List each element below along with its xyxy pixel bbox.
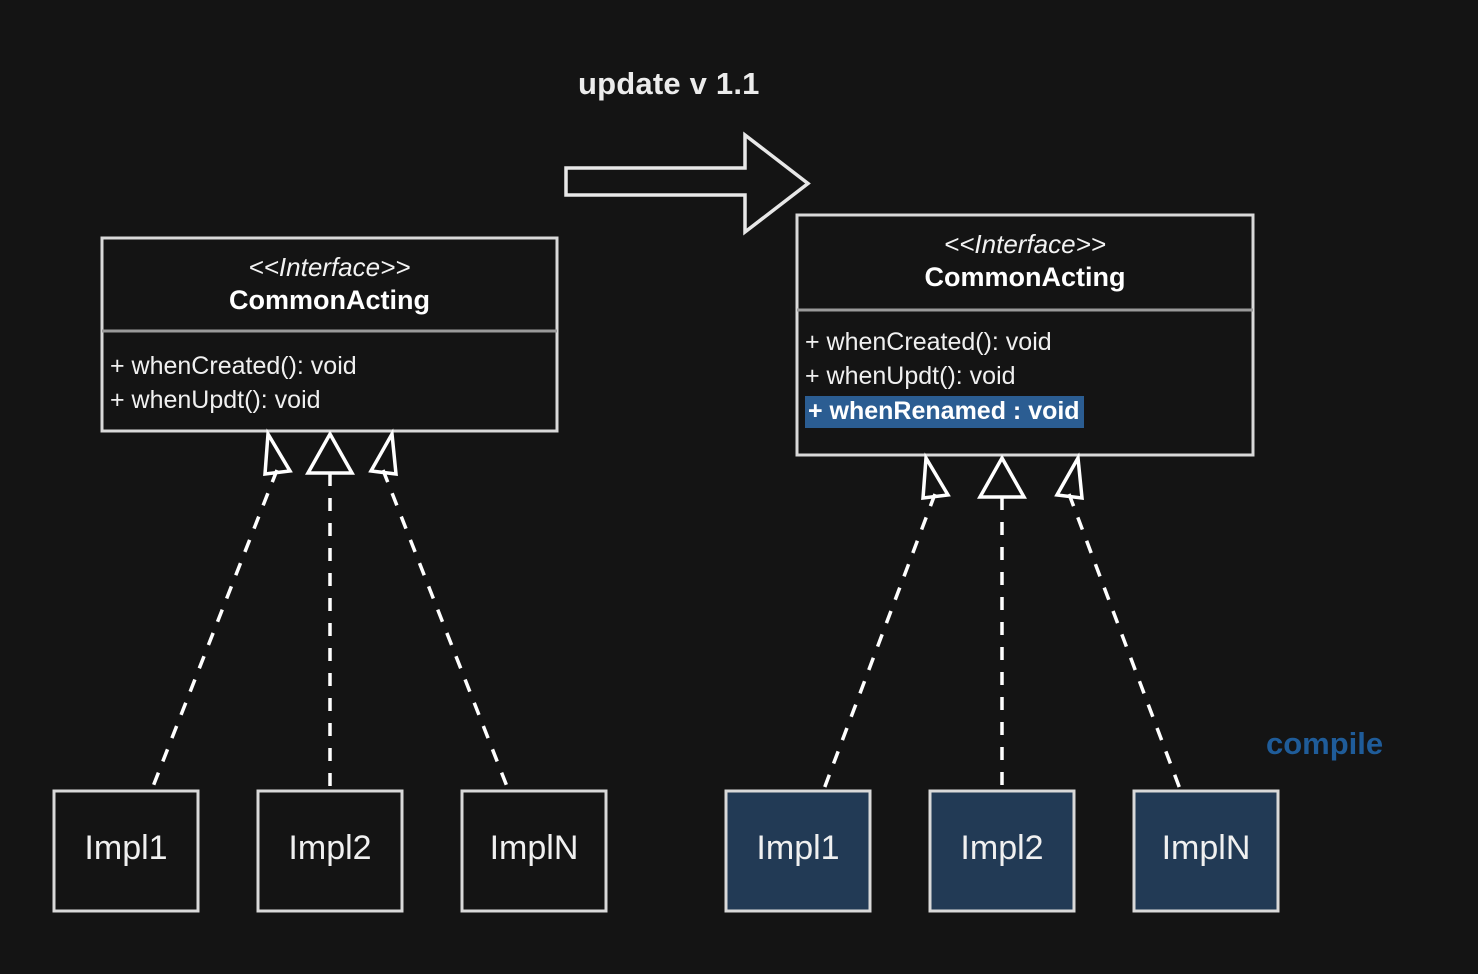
method-after-1: + whenUpdt(): void: [805, 362, 1016, 390]
method-after-2-highlighted: + whenRenamed : void: [805, 396, 1084, 428]
impl-label-after-2: ImplN: [1161, 829, 1251, 867]
impl-label-after-1: Impl2: [960, 829, 1044, 867]
realization-link-after-impl2: [977, 454, 1027, 789]
method-before-1: + whenUpdt(): void: [110, 386, 321, 414]
impl-boxes-before[interactable]: [52, 789, 608, 913]
class-stereotype-after: <<Interface>>: [944, 229, 1106, 259]
impl-box-after-1: [928, 789, 1076, 913]
realization-link-impln: [368, 428, 510, 790]
impl-box-before-2: [460, 789, 608, 913]
class-stereotype-before: <<Interface>>: [248, 252, 411, 282]
realization-link-after-impl1: [822, 452, 951, 790]
method-after-0: + whenCreated(): void: [805, 328, 1052, 356]
impl-label-before-1: Impl2: [288, 829, 372, 867]
impl-box-before-0: [52, 789, 200, 913]
class-name-before: CommonActing: [229, 285, 430, 315]
impl-label-before-2: ImplN: [489, 829, 579, 867]
impl-label-before-0: Impl1: [84, 829, 168, 867]
right-arrow-icon: [564, 131, 811, 236]
method-before-0: + whenCreated(): void: [110, 352, 357, 380]
realization-link-impl2: [305, 430, 355, 789]
impl-box-after-0: [724, 789, 872, 913]
impl-boxes-after[interactable]: [724, 789, 1280, 913]
realization-link-after-impln: [1054, 452, 1182, 790]
realization-link-impl1: [150, 428, 293, 790]
class-name-after: CommonActing: [924, 262, 1126, 292]
realization-connectors-before: [150, 428, 510, 790]
impl-label-after-0: Impl1: [756, 829, 840, 867]
realization-connectors-after: [822, 452, 1182, 790]
class-box-after[interactable]: [795, 213, 1255, 457]
impl-box-after-2: [1132, 789, 1280, 913]
compile-note-label: compile: [1266, 726, 1384, 761]
class-box-before[interactable]: [100, 236, 559, 433]
impl-box-before-1: [256, 789, 404, 913]
page-title: update v 1.1: [578, 66, 760, 101]
